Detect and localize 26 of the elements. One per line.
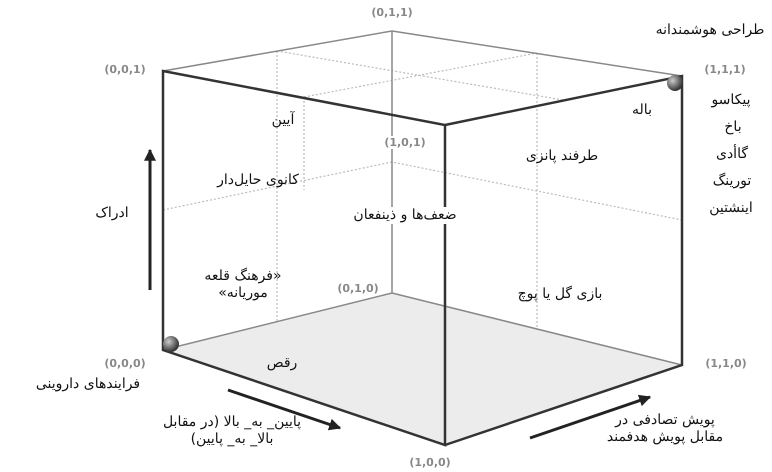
region-label: «فرهنگ قلعه موریانه»: [203, 268, 283, 302]
corner-label: فرایندهای داروینی: [36, 376, 140, 393]
region-label: باله: [632, 102, 652, 119]
axis-label: ادراک: [95, 205, 129, 222]
coordinate-label: (0,1,1): [371, 6, 413, 20]
region-label: کانوی حایل‌دار: [217, 172, 299, 189]
coordinate-label: (1,1,1): [704, 63, 746, 76]
name-label: تورینگ: [712, 173, 752, 190]
corner-label: طراحی هوشمندانه: [656, 22, 764, 39]
coordinate-label: (0,1,0): [337, 282, 379, 296]
coordinate-label: (1,1,0): [705, 357, 747, 370]
name-label: پیکاسو: [711, 92, 751, 109]
region-label: بازی گل یا پوچ: [518, 286, 602, 303]
name-label: گاأدی: [716, 146, 748, 163]
coordinate-label: (0,0,0): [104, 357, 146, 370]
axis-label: پویش تصادفی در مقابل پویش هدفمند: [606, 412, 724, 446]
coordinate-label: (1,0,1): [384, 136, 426, 150]
coordinate-label: (1,0,0): [409, 456, 451, 470]
region-label: رقص: [266, 355, 298, 372]
coordinate-label: (0,0,1): [104, 63, 146, 76]
axis-label: پایین_ به_ بالا (در مقابل بالا_ به_ پایین): [162, 414, 302, 448]
region-label: طرفند پانزی: [526, 148, 598, 165]
region-label: آیین: [272, 112, 294, 129]
region-label: ضعف‌ها و ذینفعان: [353, 207, 457, 224]
name-label: باخ: [724, 119, 742, 136]
name-label: اینشتین: [709, 200, 753, 217]
